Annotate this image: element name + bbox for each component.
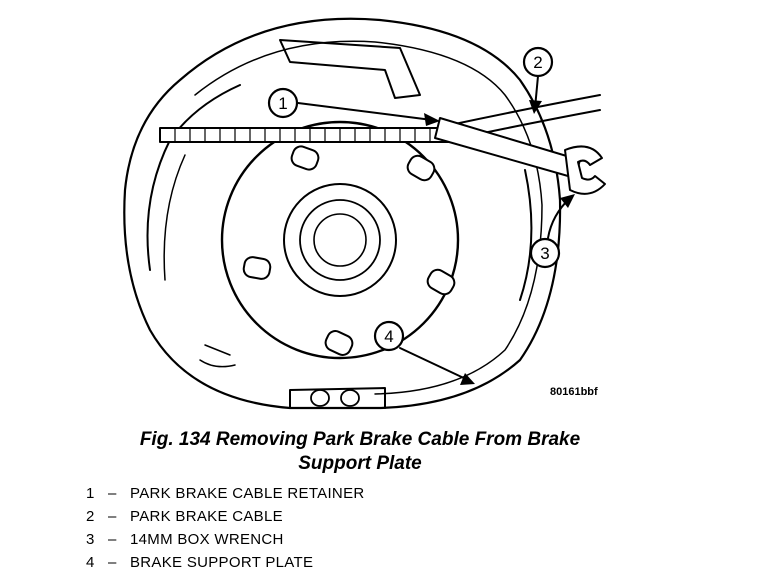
legend-num: 3 xyxy=(86,531,95,548)
figure-caption: Fig. 134 Removing Park Brake Cable From … xyxy=(90,428,630,476)
legend-label: PARK BRAKE CABLE xyxy=(130,508,283,525)
callout-3: 3 xyxy=(540,244,549,263)
caption-line-1: Fig. 134 Removing Park Brake Cable From … xyxy=(139,429,581,450)
caption-line-2: Support Plate xyxy=(298,453,422,474)
legend-item: 1–PARK BRAKE CABLE RETAINER xyxy=(86,482,365,505)
legend-num: 2 xyxy=(86,508,95,525)
support-plate-outline xyxy=(123,17,562,410)
legend-label: BRAKE SUPPORT PLATE xyxy=(130,554,314,571)
legend-item: 3–14MM BOX WRENCH xyxy=(86,528,365,551)
legend-dash: – xyxy=(108,485,117,502)
legend-label: 14MM BOX WRENCH xyxy=(130,531,284,548)
figure-code: 80161bbf xyxy=(550,386,598,398)
callout-1: 1 xyxy=(278,94,287,113)
brake-diagram: 1 2 3 4 80161bbf xyxy=(123,17,606,410)
legend-dash: – xyxy=(108,508,117,525)
legend-dash: – xyxy=(108,531,117,548)
hub-flange xyxy=(220,120,460,360)
parts-legend: 1–PARK BRAKE CABLE RETAINER 2–PARK BRAKE… xyxy=(86,482,365,574)
legend-dash: – xyxy=(108,554,117,571)
threaded-rod xyxy=(159,127,456,143)
callout-2: 2 xyxy=(533,53,542,72)
legend-item: 2–PARK BRAKE CABLE xyxy=(86,505,365,528)
legend-item: 4–BRAKE SUPPORT PLATE xyxy=(86,551,365,574)
legend-num: 4 xyxy=(86,554,95,571)
legend-label: PARK BRAKE CABLE RETAINER xyxy=(130,485,365,502)
callout-4: 4 xyxy=(384,327,393,346)
legend-num: 1 xyxy=(86,485,95,502)
